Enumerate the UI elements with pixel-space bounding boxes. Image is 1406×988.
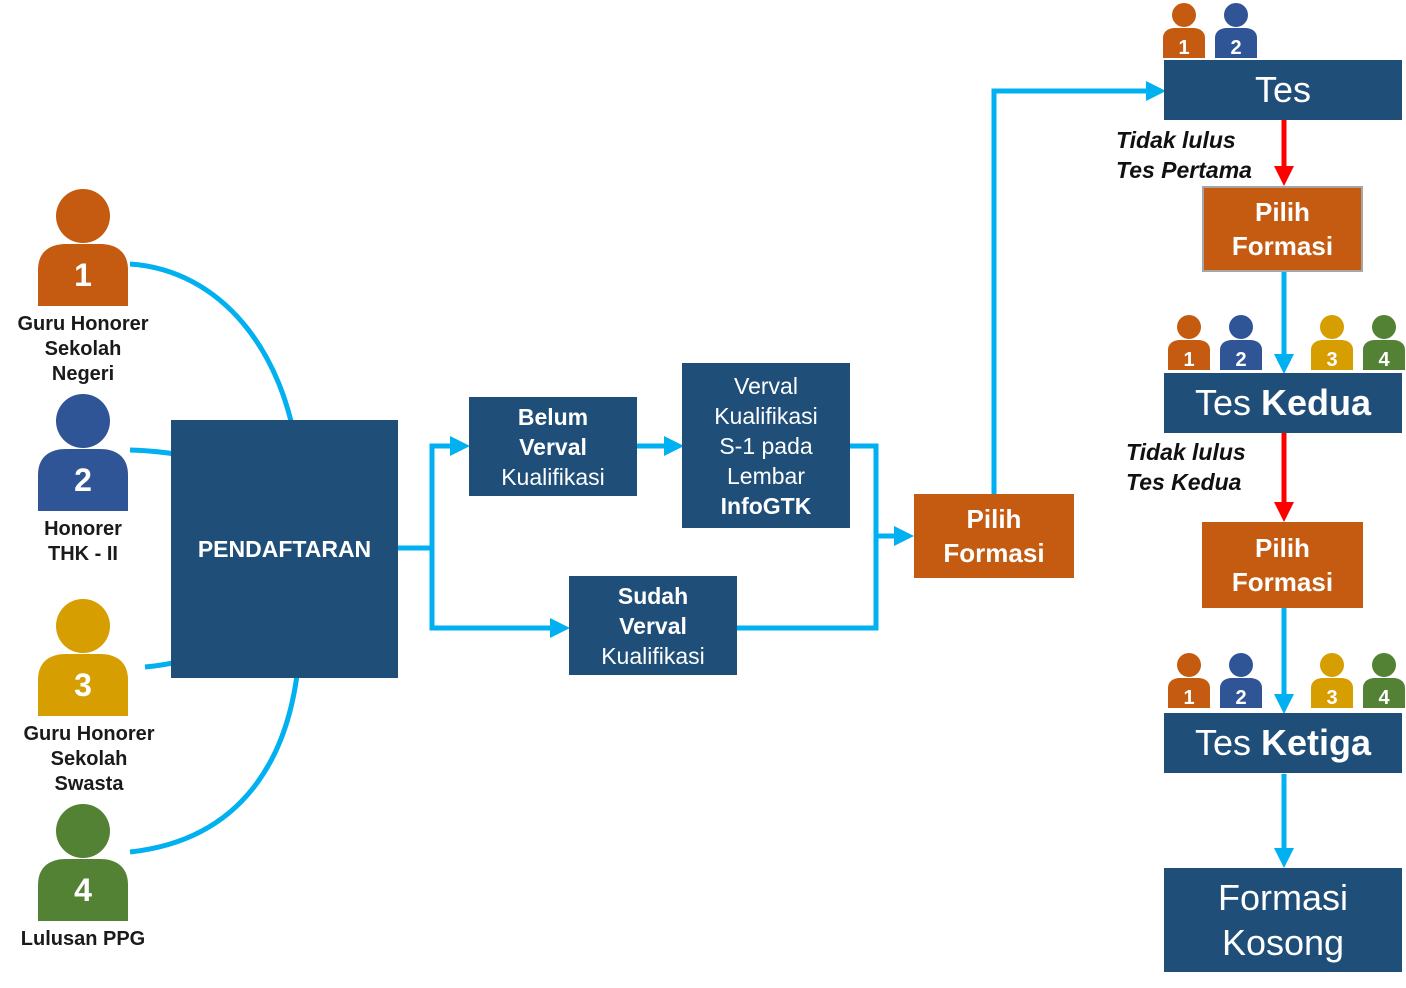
arrow-ppg-to-pendaftaran (129, 632, 310, 855)
eligible-group-tes: 1 2 (1160, 2, 1260, 59)
person-number: 1 (74, 257, 92, 293)
pilih-formasi-2-box: Pilih Formasi (1202, 186, 1363, 272)
mini-person-icon-4: 4 (1363, 653, 1405, 709)
mini-person-icon-1: 1 (1168, 315, 1210, 371)
person-number: 4 (74, 872, 92, 908)
tes-ketiga-box: Tes Ketiga (1164, 713, 1402, 773)
svg-text:4: 4 (1378, 349, 1390, 370)
mini-person-icon-2: 2 (1215, 3, 1257, 59)
participant-label-honorer-thk: Honorer THK - II (44, 518, 122, 565)
svg-text:2: 2 (1235, 687, 1246, 708)
person-number: 3 (74, 667, 92, 703)
sudah-verval-box: Sudah Verval Kualifikasi (569, 576, 737, 675)
person-icon-4: 4 (36, 803, 130, 921)
svg-text:1: 1 (1183, 687, 1194, 708)
mini-person-icon-1: 1 (1168, 653, 1210, 709)
mini-person-icon-4: 4 (1363, 315, 1405, 371)
pilih-formasi-main-box: Pilih Formasi (914, 494, 1074, 578)
svg-text:2: 2 (1235, 349, 1246, 370)
person-icon-3: 3 (36, 598, 130, 716)
person-icon-1: 1 (36, 188, 130, 306)
connector-pilih-to-tes (991, 81, 1166, 494)
pendaftaran-box: PENDAFTARAN (171, 420, 398, 678)
svg-text:3: 3 (1326, 687, 1337, 708)
connector-pendaftaran-to-sudah (429, 548, 570, 638)
formasi-kosong-box: Formasi Kosong (1164, 868, 1402, 972)
connector-sudah-to-pilih (737, 536, 879, 631)
eligible-group-tes-kedua: 1 2 3 4 (1165, 314, 1405, 371)
mini-person-icon-2: 2 (1220, 315, 1262, 371)
pendaftaran-label: PENDAFTARAN (197, 535, 372, 562)
person-icon-2: 2 (36, 393, 130, 511)
belum-verval-box: Belum Verval Kualifikasi (469, 397, 637, 496)
tes-kedua-box: Tes Kedua (1164, 373, 1402, 433)
arrow-guru-negeri-to-pendaftaran (129, 261, 307, 468)
svg-text:4: 4 (1378, 687, 1390, 708)
note-tidak-lulus-pertama: Tidak lulus Tes Pertama (1116, 127, 1252, 183)
mini-person-icon-2: 2 (1220, 653, 1262, 709)
svg-text:3: 3 (1326, 349, 1337, 370)
tes-box: Tes (1164, 60, 1402, 120)
connector-pendaftaran-split (398, 436, 470, 551)
participant-label-lulusan-ppg: Lulusan PPG (20, 928, 146, 950)
mini-person-icon-3: 3 (1311, 315, 1353, 371)
connector-verval-to-pilih (850, 443, 914, 546)
mini-person-icon-3: 3 (1311, 653, 1353, 709)
eligible-group-tes-ketiga: 1 2 3 4 (1165, 652, 1405, 709)
participant-label-guru-swasta: Guru Honorer Sekolah Swasta (23, 723, 155, 795)
pilih-formasi-3-box: Pilih Formasi (1202, 522, 1363, 608)
svg-text:1: 1 (1183, 349, 1194, 370)
participant-label-guru-negeri: Guru Honorer Sekolah Negeri (17, 313, 149, 385)
mini-person-icon-1: 1 (1163, 3, 1205, 59)
svg-text:2: 2 (1230, 37, 1241, 58)
svg-text:1: 1 (1178, 37, 1189, 58)
note-tidak-lulus-kedua: Tidak lulus Tes Kedua (1126, 439, 1246, 495)
person-number: 2 (74, 462, 92, 498)
verval-infogtk-box: Verval Kualifikasi S-1 pada Lembar InfoG… (682, 363, 850, 528)
